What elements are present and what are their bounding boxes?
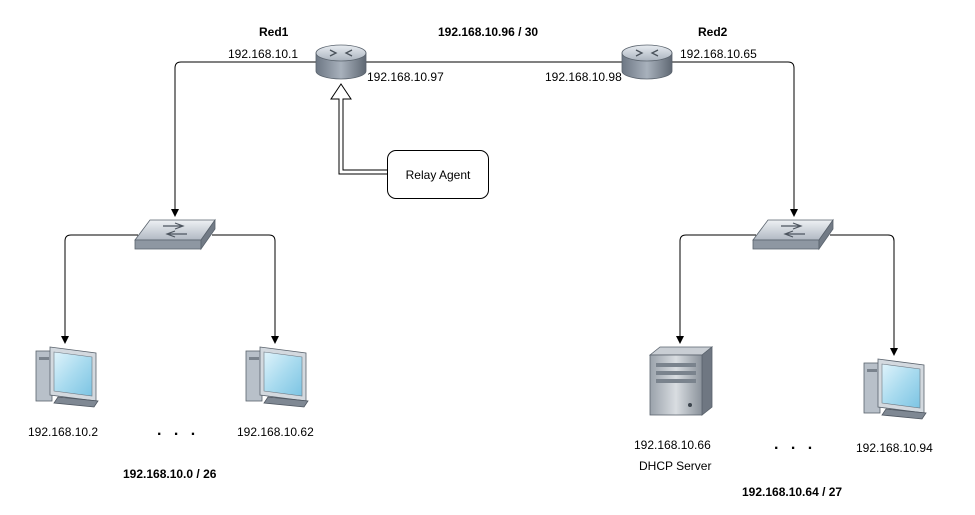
ellipsis-red2: . . . (774, 436, 817, 453)
server-ip-label: 192.168.10.66 (634, 438, 711, 452)
relay-arrow (330, 83, 387, 175)
connection-lines (61, 61, 898, 356)
router2-gateway-ip: 192.168.10.65 (680, 47, 757, 61)
link-router1-switch1 (171, 61, 316, 217)
link-switch1-pc-left (61, 234, 138, 344)
router1-gateway-ip: 192.168.10.1 (228, 47, 299, 61)
host-ip-label: 192.168.10.62 (237, 425, 314, 439)
red2-subnet-label: 192.168.10.64 / 27 (742, 485, 843, 499)
red1-subnet-label: 192.168.10.0 / 26 (123, 467, 217, 481)
link-switch2-pc (830, 234, 898, 356)
router1-link-ip: 192.168.10.97 (367, 70, 444, 84)
router-icon (621, 44, 673, 80)
relay-agent-box: Relay Agent (387, 150, 489, 199)
router-icon (315, 44, 367, 80)
host-ip-label: 192.168.10.2 (28, 425, 99, 439)
switch-icon (134, 218, 216, 251)
router2-name: Red2 (698, 25, 728, 39)
computer-icon (35, 346, 99, 408)
router1-name: Red1 (259, 25, 289, 39)
router2-link-ip: 192.168.10.98 (545, 70, 622, 84)
link-subnet-label: 192.168.10.96 / 30 (438, 25, 539, 39)
server-icon (648, 346, 714, 416)
computer-icon (245, 346, 309, 408)
relay-agent-label: Relay Agent (405, 167, 471, 182)
server-role-label: DHCP Server (639, 459, 712, 473)
ellipsis-red1: . . . (157, 422, 200, 439)
link-router2-switch2 (672, 61, 798, 217)
link-switch2-server (676, 234, 756, 344)
link-switch1-pc-right (212, 234, 279, 344)
switch-icon (752, 218, 834, 251)
host-ip-label: 192.168.10.94 (856, 441, 933, 455)
computer-icon (863, 358, 927, 420)
